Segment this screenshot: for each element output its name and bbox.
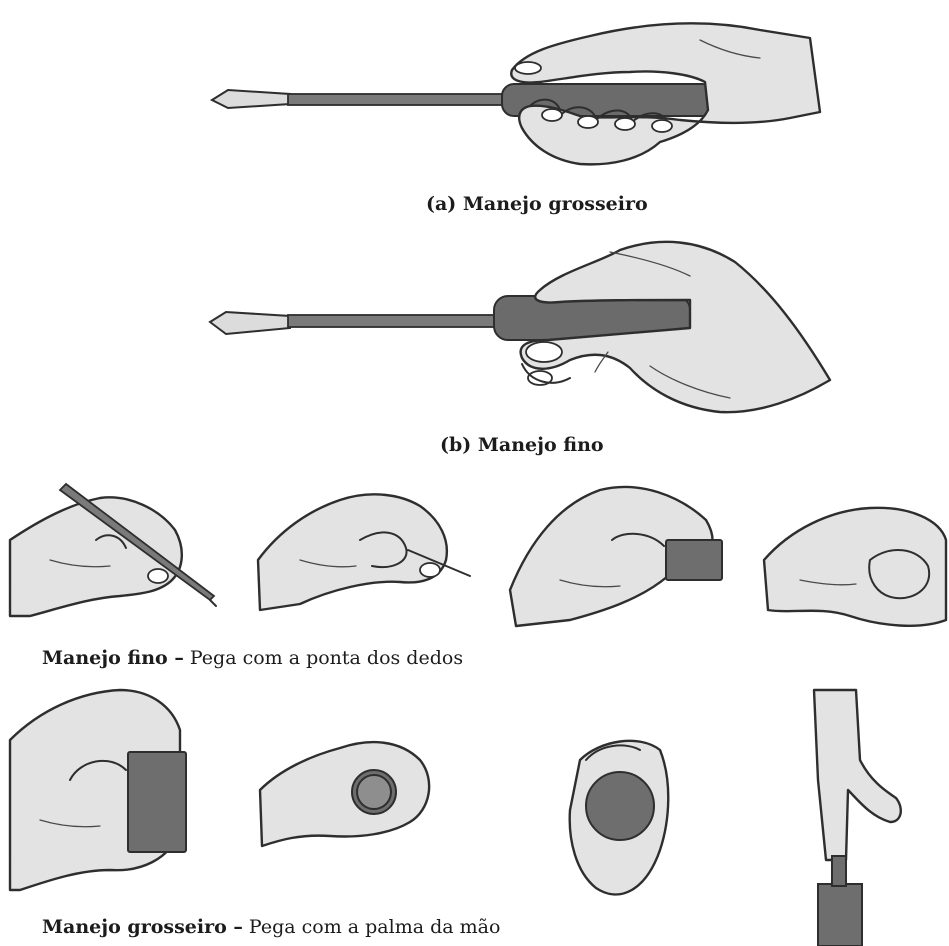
fine-grip-block — [510, 487, 722, 626]
coarse-grip-block — [10, 690, 186, 890]
caption-fine-text: Pega com a ponta dos dedos — [184, 647, 463, 669]
coarse-grip-ball — [570, 741, 669, 895]
screwdriver-fine-grip — [210, 242, 830, 412]
caption-coarse-grip-row: Manejo grosseiro – Pega com a palma da m… — [42, 916, 500, 938]
caption-coarse-text: Pega com a palma da mão — [243, 916, 501, 938]
fine-grip-pinch — [764, 508, 946, 626]
coarse-grip-ring — [260, 742, 429, 846]
fine-grip-pen — [10, 484, 216, 616]
screwdriver-coarse-grip — [212, 23, 820, 164]
caption-coarse-screwdriver: (a) Manejo grosseiro — [426, 193, 648, 215]
caption-coarse-title: Manejo grosseiro – — [42, 916, 243, 938]
coarse-grip-hook — [814, 690, 901, 946]
caption-fine-title: Manejo fino – — [42, 647, 184, 669]
caption-fine-screwdriver: (b) Manejo fino — [440, 434, 604, 456]
fine-grip-needle — [258, 494, 470, 610]
caption-fine-grip-row: Manejo fino – Pega com a ponta dos dedos — [42, 647, 463, 669]
